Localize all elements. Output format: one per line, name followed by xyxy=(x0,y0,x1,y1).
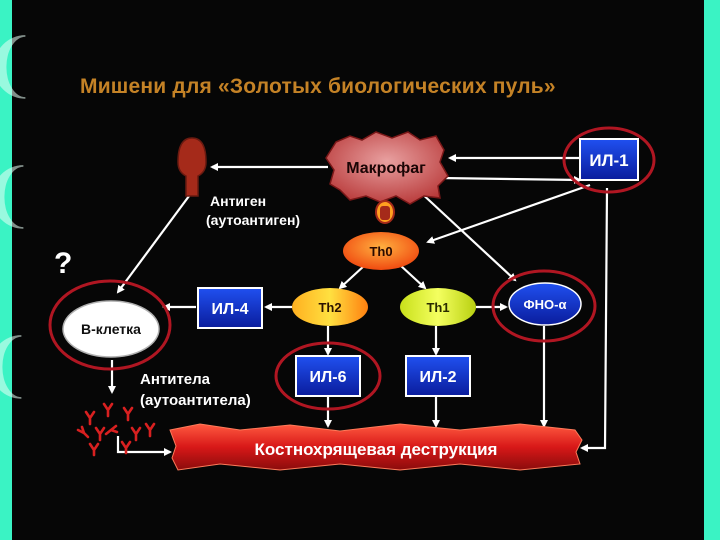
th2-node: Th2 xyxy=(292,288,368,326)
connectors xyxy=(108,154,609,456)
highlight-ring-il6 xyxy=(274,341,382,411)
antigen-icon xyxy=(375,200,395,224)
macrophage-label: Макрофаг xyxy=(346,160,426,177)
antibodies-label-line1: Антитела xyxy=(140,371,211,388)
destruction-label: Костнохрящевая деструкция xyxy=(255,440,498,459)
tnf-label: ФНО-α xyxy=(524,297,567,312)
arrow-il1-to-destruction xyxy=(580,187,609,452)
th0-node: Th0 xyxy=(343,232,419,270)
th1-node: Th1 xyxy=(400,288,476,326)
antigen-label-line1: Антиген xyxy=(210,193,266,209)
question-mark: ? xyxy=(54,247,72,280)
slide-title: Мишени для «Золотых биологических пуль» xyxy=(80,75,556,98)
il6-label: ИЛ-6 xyxy=(310,369,347,386)
arrow-macrophage-to-il1 xyxy=(439,175,582,184)
il2-label: ИЛ-2 xyxy=(420,369,457,386)
arrow-il1-to-th0 xyxy=(426,183,591,244)
il4-label: ИЛ-4 xyxy=(212,301,249,318)
arrow-th0-to-th1 xyxy=(399,264,427,290)
highlight-ring-il1 xyxy=(562,126,656,194)
antigen-label-line2: (аутоантиген) xyxy=(206,212,300,228)
il1-node: ИЛ-1 xyxy=(579,138,639,181)
arrow-macrophage-to-tnf xyxy=(417,189,517,282)
antibodies-icon xyxy=(76,402,156,457)
il4-node: ИЛ-4 xyxy=(197,287,263,329)
arrow-receptor-to-bcell xyxy=(116,191,193,294)
bcell-label: В-клетка xyxy=(81,321,141,337)
highlight-ring-tnf xyxy=(491,269,597,343)
th1-label: Th1 xyxy=(426,300,449,315)
decor-swirl-mid: ❨ xyxy=(0,160,37,230)
arrow-th0-to-th2 xyxy=(338,264,366,290)
il6-node: ИЛ-6 xyxy=(295,355,361,397)
il1-label: ИЛ-1 xyxy=(589,151,628,170)
destruction-banner: Костнохрящевая деструкция xyxy=(169,423,583,471)
antibodies-label-line2: (аутоантитела) xyxy=(140,392,251,409)
bcell-node: В-клетка xyxy=(62,300,160,358)
macrophage-node: Макрофаг xyxy=(325,131,449,205)
th2-label: Th2 xyxy=(318,300,341,315)
il2-node: ИЛ-2 xyxy=(405,355,471,397)
arrow-antibodies-to-destruction xyxy=(116,436,172,456)
decor-swirl-top: ❨ xyxy=(0,30,39,100)
tnf-node: ФНО-α xyxy=(508,282,582,326)
th0-label: Th0 xyxy=(369,244,392,259)
highlight-ring-bcell xyxy=(48,279,172,371)
receptor-icon xyxy=(177,137,207,197)
decor-swirl-low: ❨ xyxy=(0,330,35,400)
